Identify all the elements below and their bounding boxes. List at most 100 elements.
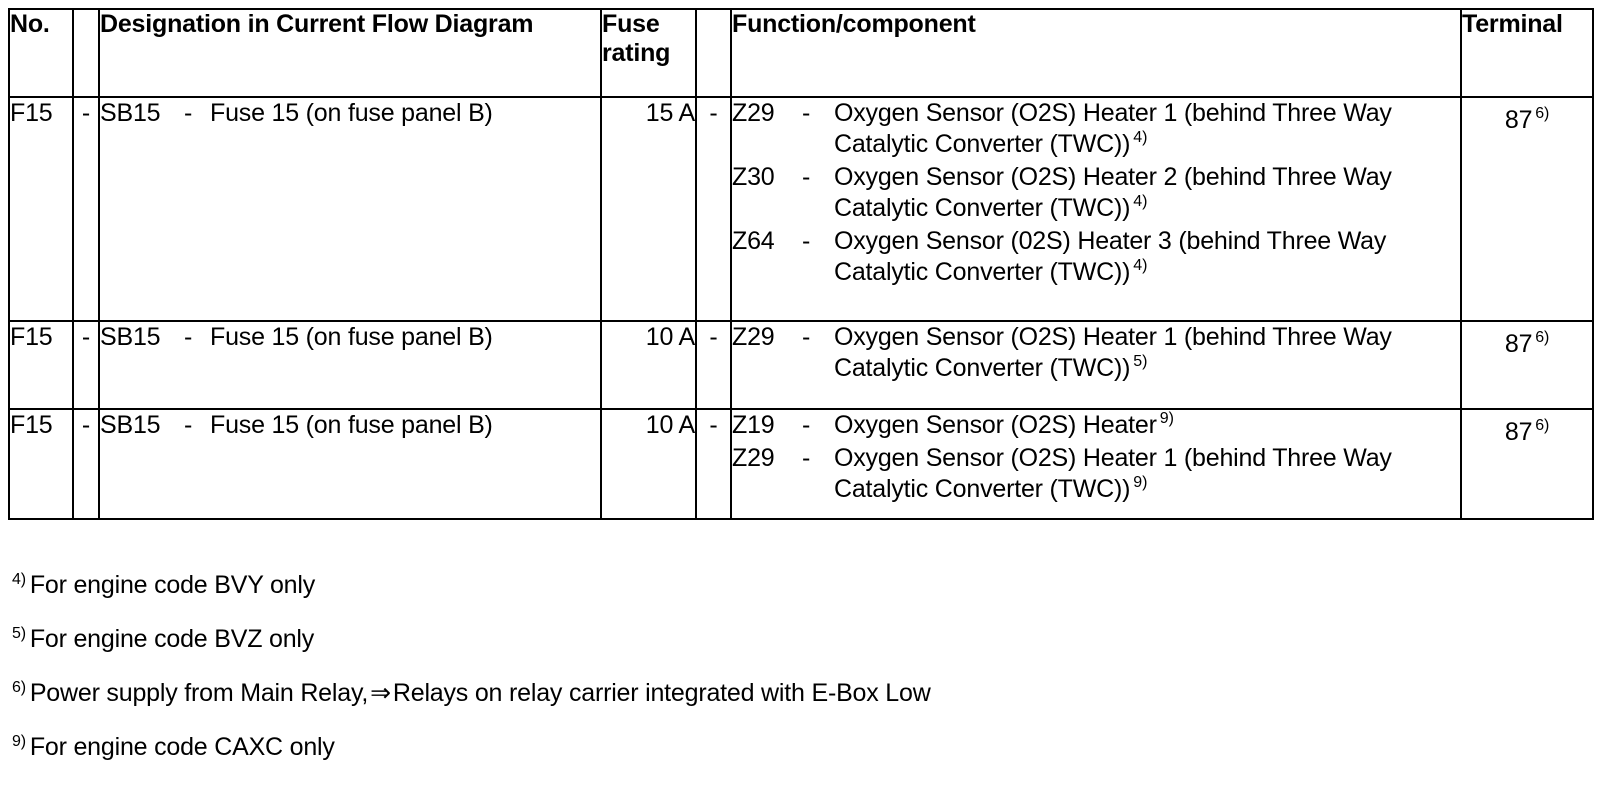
- header-dash-spacer-1: [72, 8, 100, 98]
- table-body: F15 - SB15-Fuse 15 (on fuse panel B) 15 …: [8, 96, 1594, 520]
- cell-dash: -: [72, 96, 100, 322]
- cell-function-dash: -: [695, 408, 732, 520]
- function-description: Oxygen Sensor (O2S) Heater 2 (behind Thr…: [834, 163, 1392, 222]
- function-description: Oxygen Sensor (02S) Heater 3 (behind Thr…: [834, 227, 1387, 286]
- function-line: Z29 - Oxygen Sensor (O2S) Heater 1 (behi…: [732, 443, 1460, 505]
- function-dash: -: [802, 163, 811, 191]
- function-description: Oxygen Sensor (O2S) Heater: [834, 411, 1157, 439]
- terminal-value: 87: [1504, 106, 1533, 134]
- function-code: Z29: [732, 99, 775, 127]
- cell-function-dash: -: [695, 320, 732, 410]
- header-function-component: Function/component: [730, 8, 1462, 98]
- cell-no: F15: [8, 320, 74, 410]
- table-row: F15 - SB15-Fuse 15 (on fuse panel B) 15 …: [8, 96, 1594, 322]
- cell-dash: -: [72, 320, 100, 410]
- footnote-marker: 4): [1133, 129, 1148, 146]
- cell-function-component: Z29 - Oxygen Sensor (O2S) Heater 1 (behi…: [730, 320, 1462, 410]
- designation-code: SB15: [100, 411, 161, 439]
- footnote-4: 4)For engine code BVY only: [12, 565, 1572, 600]
- terminal-footnote-marker: 6): [1535, 105, 1550, 122]
- cell-fuse-rating: 10 A: [600, 320, 697, 410]
- header-designation: Designation in Current Flow Diagram: [98, 8, 602, 98]
- cell-function-dash: -: [695, 96, 732, 322]
- designation-text: Fuse 15 (on fuse panel B): [210, 323, 493, 351]
- fuse-assignment-table: No. Designation in Current Flow Diagram …: [8, 8, 1594, 520]
- header-fuse-rating: Fuse rating: [600, 8, 697, 98]
- function-dash: -: [802, 227, 811, 255]
- designation-code: SB15: [100, 323, 161, 351]
- terminal-footnote-marker: 6): [1535, 329, 1550, 346]
- footnote-text-after: Relays on relay carrier integrated with …: [392, 679, 931, 707]
- header-dash-spacer-2: [695, 8, 732, 98]
- header-row: No. Designation in Current Flow Diagram …: [8, 8, 1594, 98]
- function-text: Oxygen Sensor (02S) Heater 3 (behind Thr…: [834, 226, 1460, 288]
- function-description: Oxygen Sensor (O2S) Heater 1 (behind Thr…: [834, 323, 1392, 382]
- function-code: Z19: [732, 411, 775, 439]
- double-arrow-icon: ⇒: [370, 679, 391, 707]
- designation-text: Fuse 15 (on fuse panel B): [210, 411, 493, 439]
- function-line: Z64 - Oxygen Sensor (02S) Heater 3 (behi…: [732, 226, 1460, 288]
- function-line: Z29 - Oxygen Sensor (O2S) Heater 1 (behi…: [732, 98, 1460, 160]
- footnote-5: 5)For engine code BVZ only: [12, 619, 1572, 654]
- function-dash: -: [802, 99, 811, 127]
- footnote-9: 9)For engine code CAXC only: [12, 727, 1572, 762]
- table-row: F15 - SB15-Fuse 15 (on fuse panel B) 10 …: [8, 408, 1594, 520]
- cell-no: F15: [8, 408, 74, 520]
- footnote-6: 6)Power supply from Main Relay,⇒Relays o…: [12, 673, 1572, 708]
- footnote-marker: 4): [1133, 257, 1148, 274]
- footnote-text-before: Power supply from Main Relay,: [29, 679, 369, 707]
- designation-code: SB15: [100, 99, 161, 127]
- cell-no: F15: [8, 96, 74, 322]
- function-text: Oxygen Sensor (O2S) Heater 1 (behind Thr…: [834, 98, 1460, 160]
- function-code: Z64: [732, 227, 775, 255]
- function-code: Z29: [732, 323, 775, 351]
- footnote-marker: 4): [1133, 193, 1148, 210]
- footnotes-section: 4)For engine code BVY only 5)For engine …: [12, 565, 1572, 781]
- footnote-text: For engine code BVZ only: [29, 625, 315, 653]
- header-terminal: Terminal: [1460, 8, 1594, 98]
- designation-text: Fuse 15 (on fuse panel B): [210, 99, 493, 127]
- footnote-marker: 6): [12, 679, 26, 696]
- footnote-text: For engine code CAXC only: [29, 733, 335, 761]
- footnote-marker: 5): [1133, 353, 1148, 370]
- function-code: Z29: [732, 444, 775, 472]
- function-line: Z29 - Oxygen Sensor (O2S) Heater 1 (behi…: [732, 322, 1460, 384]
- function-dash: -: [802, 411, 811, 439]
- table-header: No. Designation in Current Flow Diagram …: [8, 8, 1594, 98]
- cell-fuse-rating: 15 A: [600, 96, 697, 322]
- cell-dash: -: [72, 408, 100, 520]
- function-text: Oxygen Sensor (O2S) Heater 1 (behind Thr…: [834, 322, 1460, 384]
- cell-designation: SB15-Fuse 15 (on fuse panel B): [98, 320, 602, 410]
- footnote-marker: 9): [12, 733, 26, 750]
- cell-fuse-rating: 10 A: [600, 408, 697, 520]
- terminal-value: 87: [1504, 330, 1533, 358]
- footnote-marker: 5): [12, 625, 26, 642]
- function-code: Z30: [732, 163, 775, 191]
- function-dash: -: [802, 323, 811, 351]
- function-dash: -: [802, 444, 811, 472]
- function-text: Oxygen Sensor (O2S) Heater 1 (behind Thr…: [834, 443, 1460, 505]
- cell-function-component: Z29 - Oxygen Sensor (O2S) Heater 1 (behi…: [730, 96, 1462, 322]
- footnote-marker: 4): [12, 571, 26, 588]
- designation-dash: -: [184, 323, 193, 351]
- header-no: No.: [8, 8, 74, 98]
- designation-dash: -: [184, 99, 193, 127]
- function-line: Z30 - Oxygen Sensor (O2S) Heater 2 (behi…: [732, 162, 1460, 224]
- function-text: Oxygen Sensor (O2S) Heater 2 (behind Thr…: [834, 162, 1460, 224]
- function-description: Oxygen Sensor (O2S) Heater 1 (behind Thr…: [834, 99, 1392, 158]
- table-row: F15 - SB15-Fuse 15 (on fuse panel B) 10 …: [8, 320, 1594, 410]
- terminal-footnote-marker: 6): [1535, 417, 1550, 434]
- footnote-text: For engine code BVY only: [29, 571, 316, 599]
- footnote-marker: 9): [1159, 410, 1174, 427]
- function-description: Oxygen Sensor (O2S) Heater 1 (behind Thr…: [834, 444, 1392, 503]
- cell-designation: SB15-Fuse 15 (on fuse panel B): [98, 96, 602, 322]
- terminal-value: 87: [1504, 418, 1533, 446]
- footnote-marker: 9): [1133, 474, 1148, 491]
- designation-dash: -: [184, 411, 193, 439]
